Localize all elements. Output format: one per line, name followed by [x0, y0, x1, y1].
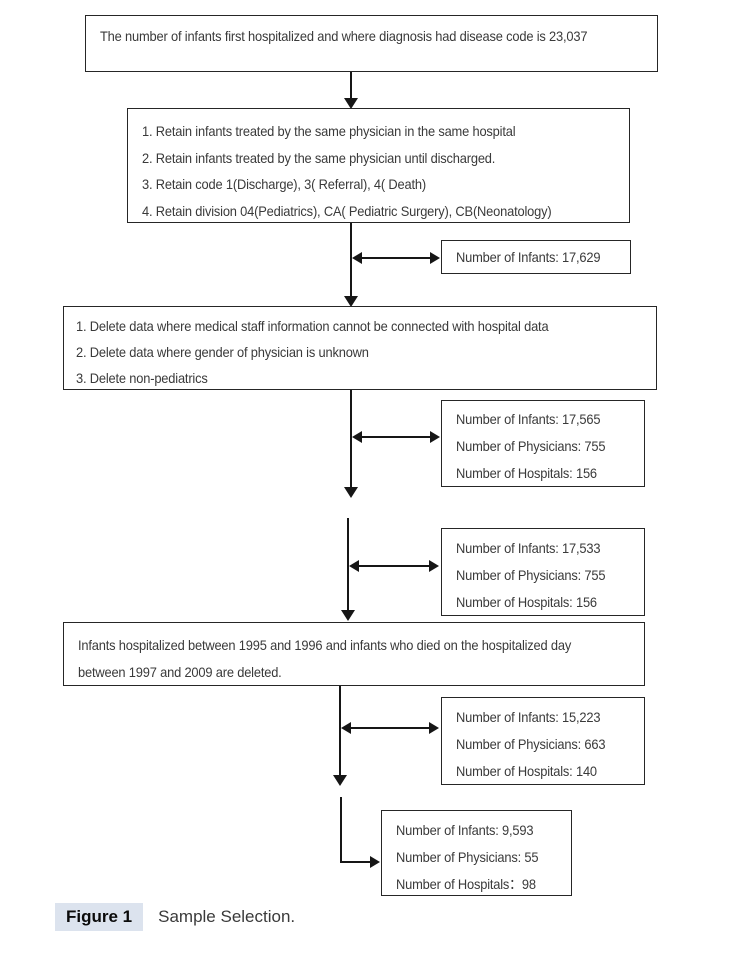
- flow-box-counts-2: Number of Infants: 17,533 Number of Phys…: [441, 528, 645, 616]
- count-line: Number of Physicians: 755: [456, 567, 606, 583]
- flow-box-period: Infants hospitalized between 1995 and 19…: [63, 622, 645, 686]
- arrow-left-icon: [352, 431, 362, 443]
- double-arrow-icon-3: [349, 560, 439, 572]
- connector-line-6: [340, 797, 342, 863]
- connector-line-4: [347, 518, 349, 610]
- arrow-left-icon: [352, 252, 362, 264]
- count-line: Number of Physicians: 755: [456, 438, 606, 454]
- arrow-right-icon: [430, 431, 440, 443]
- flow-box-delete-rules: 1. Delete data where medical staff infor…: [63, 306, 657, 390]
- count-line: Number of Hospitals: 140: [456, 763, 597, 779]
- retain-rule-item: 4. Retain division 04(Pediatrics), CA( P…: [142, 202, 552, 219]
- delete-rule-item: 3. Delete non-pediatrics: [76, 370, 208, 386]
- count-line: Number of Infants: 17,533: [456, 540, 601, 556]
- delete-rule-item: 2. Delete data where gender of physician…: [76, 344, 369, 360]
- count-line: Number of Hospitals: 156: [456, 465, 597, 481]
- count-line: Number of Hospitals: 156: [456, 594, 597, 610]
- arrow-down-icon-2: [344, 296, 358, 307]
- count-line: Number of Infants: 15,223: [456, 709, 601, 725]
- arrow-down-icon-4: [341, 610, 355, 621]
- count-line: Number of Infants: 17,629: [456, 249, 601, 265]
- double-arrow-icon-2: [352, 431, 440, 443]
- count-line: Number of Hospitals：98: [396, 876, 536, 892]
- flow-box-start-text: The number of infants first hospitalized…: [100, 28, 588, 44]
- count-line: Number of Physicians: 55: [396, 849, 539, 865]
- connector-line-5: [339, 686, 341, 775]
- delete-rule-item: 1. Delete data where medical staff infor…: [76, 318, 549, 334]
- figure-caption-label: Figure 1: [55, 903, 144, 931]
- connector-line-3: [350, 390, 352, 487]
- double-arrow-icon-1: [352, 252, 440, 264]
- count-line: Number of Infants: 17,565: [456, 411, 601, 427]
- connector-line-1: [350, 72, 352, 98]
- count-line: Number of Physicians: 663: [456, 736, 606, 752]
- arrow-right-icon: [429, 560, 439, 572]
- arrow-right-icon: [430, 252, 440, 264]
- flow-box-retain-rules: 1. Retain infants treated by the same ph…: [127, 108, 630, 223]
- arrow-down-icon-5: [333, 775, 347, 786]
- retain-rule-item: 3. Retain code 1(Discharge), 3( Referral…: [142, 176, 426, 192]
- flow-box-start: The number of infants first hospitalized…: [85, 15, 658, 72]
- arrow-right-icon-final: [370, 856, 380, 868]
- arrow-down-icon-3: [344, 487, 358, 498]
- flow-box-final-counts: Number of Infants: 9,593 Number of Physi…: [381, 810, 572, 896]
- count-line: Number of Infants: 9,593: [396, 822, 534, 838]
- arrow-left-icon: [341, 722, 351, 734]
- connector-line-2: [350, 223, 352, 296]
- double-arrow-icon-4: [341, 722, 439, 734]
- retain-rule-item: 1. Retain infants treated by the same ph…: [142, 123, 516, 139]
- arrow-right-icon: [429, 722, 439, 734]
- flow-box-counts-1: Number of Infants: 17,565 Number of Phys…: [441, 400, 645, 487]
- period-line: Infants hospitalized between 1995 and 19…: [78, 637, 572, 653]
- connector-line-7: [340, 861, 370, 863]
- flow-box-counts-3: Number of Infants: 15,223 Number of Phys…: [441, 697, 645, 785]
- arrow-left-icon: [349, 560, 359, 572]
- figure-caption-text: Sample Selection.: [158, 907, 296, 926]
- retain-rule-item: 2. Retain infants treated by the same ph…: [142, 149, 496, 166]
- flow-box-count-17629: Number of Infants: 17,629: [441, 240, 631, 274]
- arrow-down-icon-1: [344, 98, 358, 109]
- figure-caption: Figure 1 Sample Selection.: [55, 903, 295, 931]
- period-line: between 1997 and 2009 are deleted.: [78, 664, 282, 680]
